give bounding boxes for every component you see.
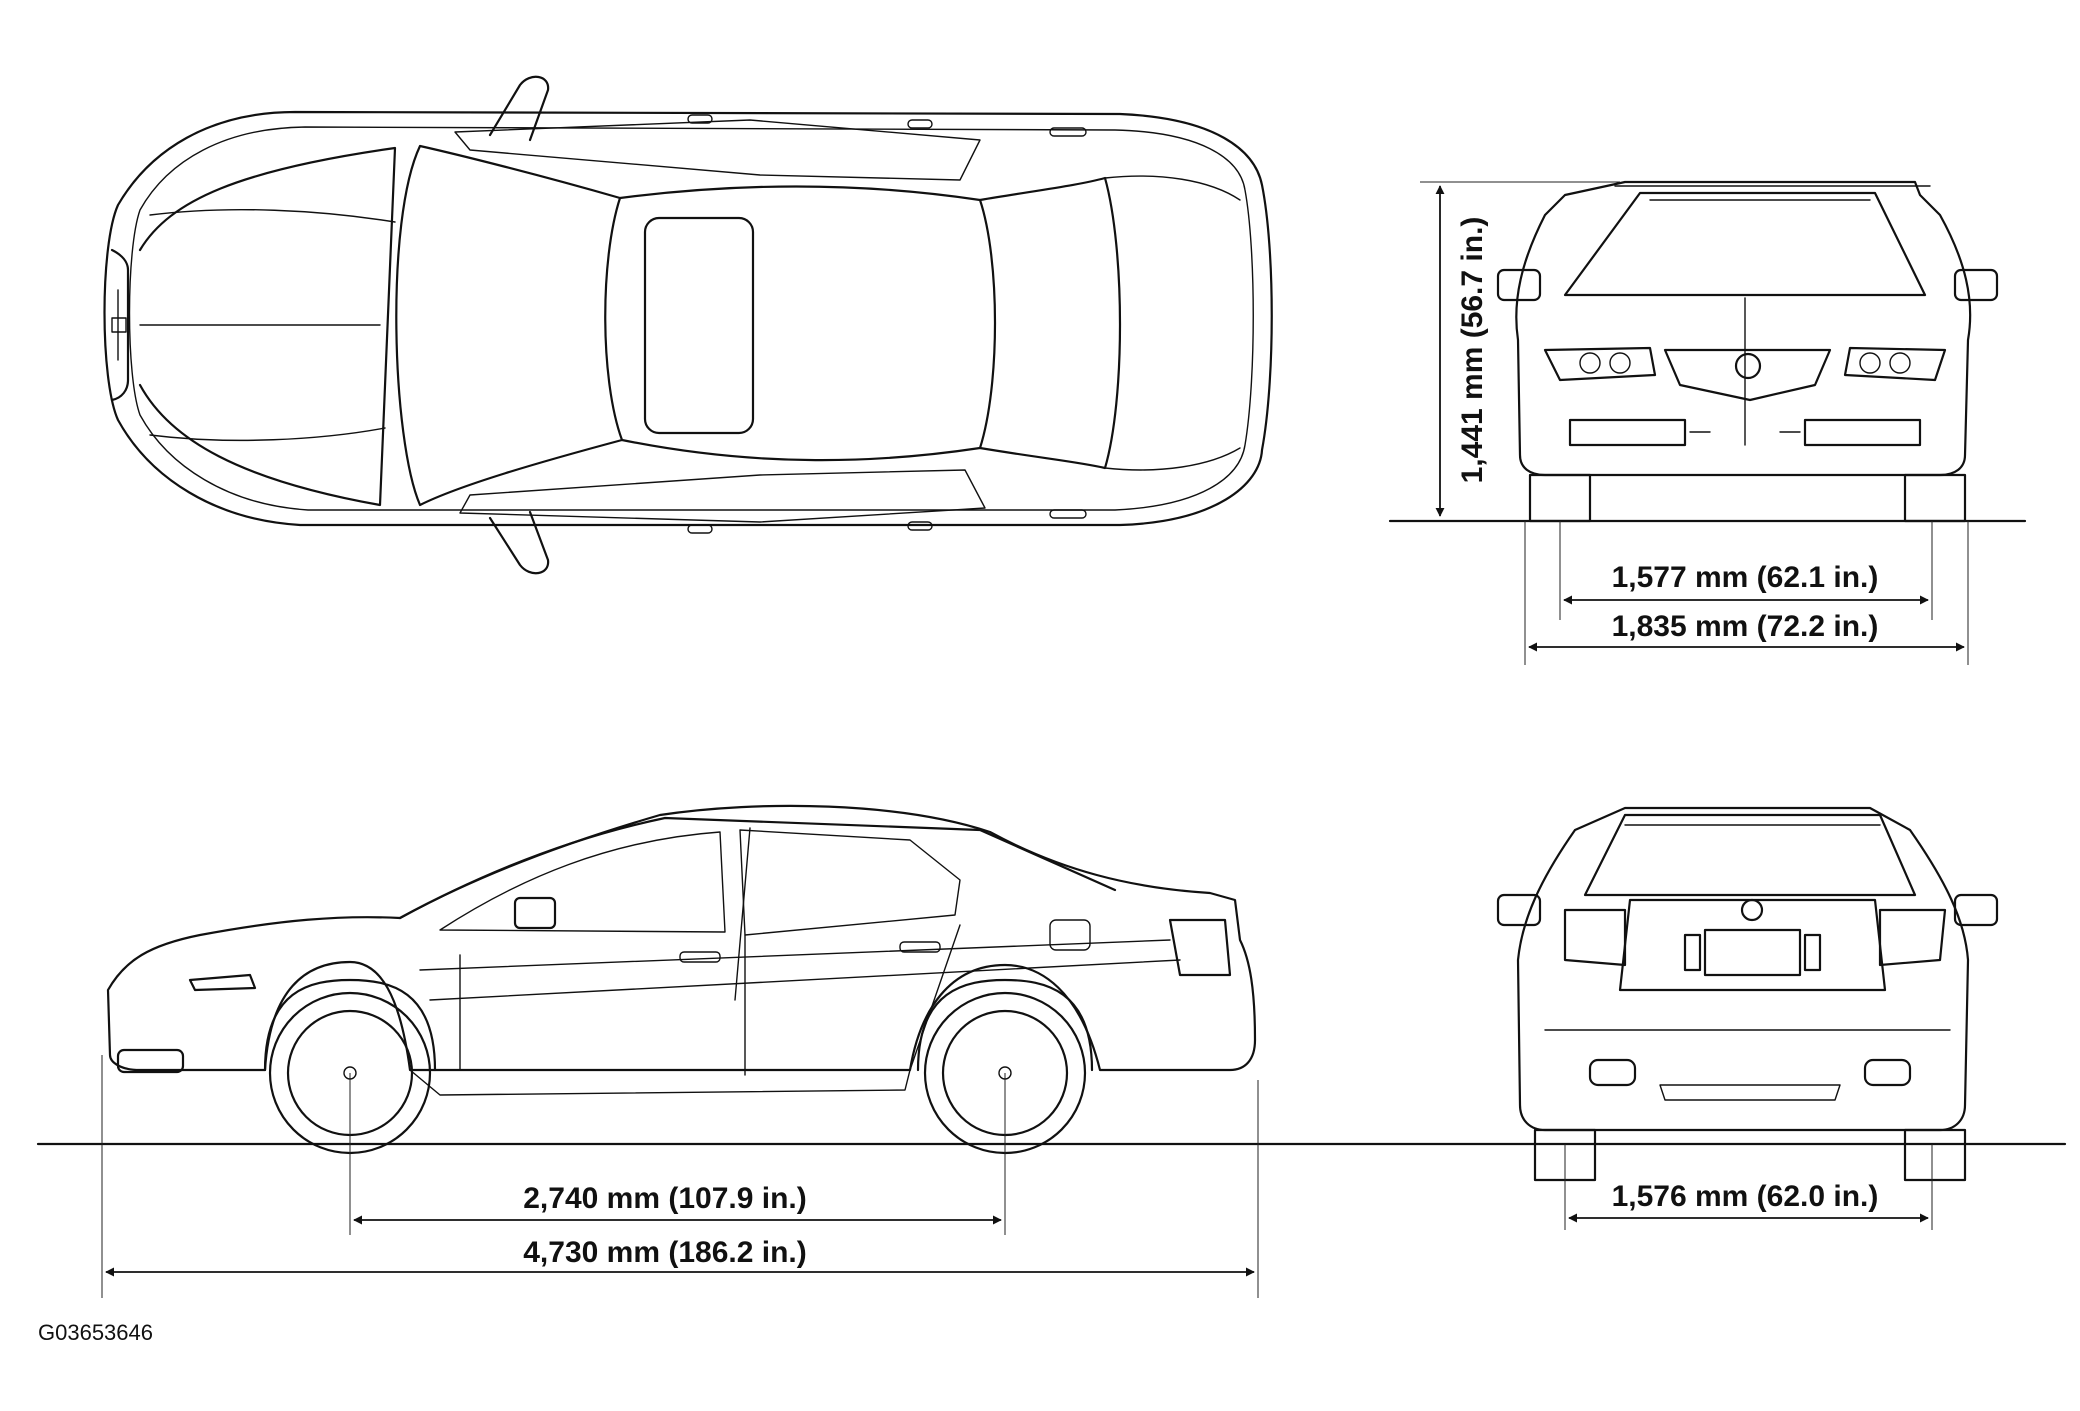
width-label: 1,835 mm (72.2 in.)	[1612, 610, 1879, 643]
height-dimension: 1,441 mm (56.7 in.)	[1420, 181, 1620, 517]
front-track-dimension: 1,577 mm (62.1 in.)	[1559, 521, 1933, 620]
width-dimension: 1,835 mm (72.2 in.)	[1524, 521, 1969, 665]
wheelbase-dimension: 2,740 mm (107.9 in.)	[349, 1073, 1006, 1235]
car-rear-view	[1496, 806, 1999, 1182]
rear-track-label: 1,576 mm (62.0 in.)	[1612, 1180, 1879, 1213]
car-side-view	[106, 804, 1257, 1155]
length-label: 4,730 mm (186.2 in.)	[523, 1236, 806, 1269]
front-track-label: 1,577 mm (62.1 in.)	[1612, 561, 1879, 594]
height-label: 1,441 mm (56.7 in.)	[1456, 217, 1489, 484]
car-front-view	[1496, 180, 1999, 523]
figure-code: G03653646	[38, 1320, 153, 1345]
wheelbase-label: 2,740 mm (107.9 in.)	[523, 1182, 806, 1215]
rear-track-dimension: 1,576 mm (62.0 in.)	[1564, 1144, 1933, 1230]
length-dimension: 4,730 mm (186.2 in.)	[101, 1055, 1259, 1298]
car-top-view	[103, 75, 1273, 575]
